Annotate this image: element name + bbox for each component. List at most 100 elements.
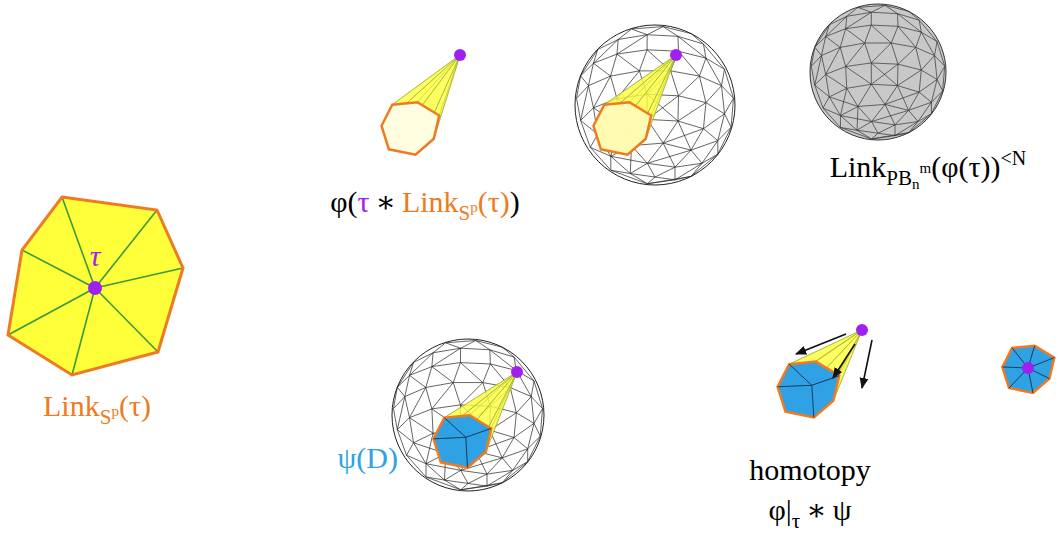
mesh-edge xyxy=(691,141,718,151)
mesh-edge xyxy=(647,163,675,167)
math-text: Link xyxy=(402,185,459,218)
mesh-edge xyxy=(840,127,871,138)
mesh-edge xyxy=(397,397,405,430)
mesh-edge xyxy=(611,156,630,173)
mesh-edge xyxy=(461,483,502,490)
mesh-edge xyxy=(593,50,597,64)
mesh-edge xyxy=(812,376,839,386)
mesh-edge xyxy=(445,470,461,480)
mesh-edge xyxy=(865,25,872,43)
mesh-edge xyxy=(655,177,675,180)
mesh-edge xyxy=(675,163,702,180)
mesh-edge xyxy=(826,25,830,37)
mesh-edge xyxy=(489,350,491,364)
cone-image xyxy=(382,49,467,155)
mesh-edge xyxy=(446,343,461,348)
math-text: ∗ xyxy=(376,185,396,218)
apex-dot xyxy=(670,49,682,61)
mesh-edge xyxy=(703,114,724,129)
mesh-edge xyxy=(840,29,845,48)
mesh-edge xyxy=(393,409,397,430)
mesh-edge xyxy=(611,156,648,163)
mesh-edge xyxy=(916,32,921,47)
mesh-edge xyxy=(531,397,542,409)
star-edge xyxy=(72,288,95,375)
mesh-edge xyxy=(871,84,897,85)
mesh-edge xyxy=(432,405,461,409)
mesh-edge xyxy=(885,92,919,104)
mesh-edge xyxy=(703,44,724,69)
mesh-edge xyxy=(826,29,846,37)
mesh-edge xyxy=(410,375,426,387)
mesh-edge xyxy=(826,74,847,88)
mesh-edge xyxy=(432,363,461,367)
mesh-edge xyxy=(588,86,593,108)
mesh-edge xyxy=(897,14,898,27)
mesh-edge xyxy=(414,353,434,363)
mesh-edge xyxy=(461,348,490,350)
mesh-edge xyxy=(513,449,528,471)
mesh-edge xyxy=(706,58,722,86)
mesh-edge xyxy=(898,26,921,32)
mesh-edge xyxy=(885,5,898,13)
mesh-edge xyxy=(663,121,678,143)
mesh-edge xyxy=(397,418,409,430)
mesh-edge xyxy=(725,98,734,114)
math-text: p xyxy=(111,403,119,419)
mesh-edge xyxy=(909,110,918,121)
mesh-edge xyxy=(655,167,675,177)
mesh-edge xyxy=(617,35,647,54)
simplex-star xyxy=(8,197,183,375)
mesh-edge xyxy=(885,86,898,105)
apex-dot xyxy=(454,49,466,61)
mesh-edge xyxy=(617,54,639,71)
mesh-edge xyxy=(725,114,732,127)
mesh-edge xyxy=(840,47,845,66)
math-text: τ xyxy=(90,239,101,272)
mesh-edge xyxy=(702,141,718,164)
mesh-edge xyxy=(935,56,945,67)
mesh-edge xyxy=(871,63,872,84)
mesh-edge xyxy=(885,104,895,124)
mesh-edge xyxy=(857,122,872,131)
apex-dot xyxy=(511,366,523,378)
mesh-edge xyxy=(432,353,433,367)
mesh-edge xyxy=(502,437,514,457)
star-edge xyxy=(8,288,95,335)
mesh-edge xyxy=(840,106,858,115)
disk-fill xyxy=(1002,346,1054,393)
mesh-edge xyxy=(593,63,610,76)
mesh-edge xyxy=(487,470,513,474)
mesh-edge xyxy=(872,104,885,121)
mesh-edge xyxy=(502,462,527,483)
mesh-edge xyxy=(453,383,460,405)
mesh-edge xyxy=(675,167,676,180)
mesh-edge xyxy=(647,35,648,50)
mesh-edge xyxy=(895,122,918,125)
mesh-edge xyxy=(919,79,937,92)
mesh-edge xyxy=(823,108,840,127)
star-edge xyxy=(22,250,95,288)
mesh-edge xyxy=(540,409,542,437)
mesh-edge xyxy=(846,43,865,67)
mesh-edge xyxy=(663,27,691,34)
mesh-edge xyxy=(593,39,618,63)
apex-dot xyxy=(856,324,868,336)
math-text: n xyxy=(912,176,920,192)
mesh-edge xyxy=(846,16,847,28)
math-text: <N xyxy=(1001,147,1027,169)
mesh-edge xyxy=(466,428,491,437)
mesh-edge xyxy=(617,50,647,54)
mesh-edge xyxy=(821,56,825,75)
mesh-edge xyxy=(878,133,895,135)
mesh-edge xyxy=(921,32,934,55)
mesh-edge xyxy=(513,462,528,471)
mesh-edge xyxy=(871,63,897,86)
mesh-edge xyxy=(397,375,409,387)
mesh-edge xyxy=(909,102,932,110)
mesh-edge xyxy=(405,397,410,418)
mesh-edge xyxy=(898,14,920,21)
mesh-edge xyxy=(821,37,825,56)
mesh-edge xyxy=(468,474,487,483)
star-edge xyxy=(95,268,183,288)
